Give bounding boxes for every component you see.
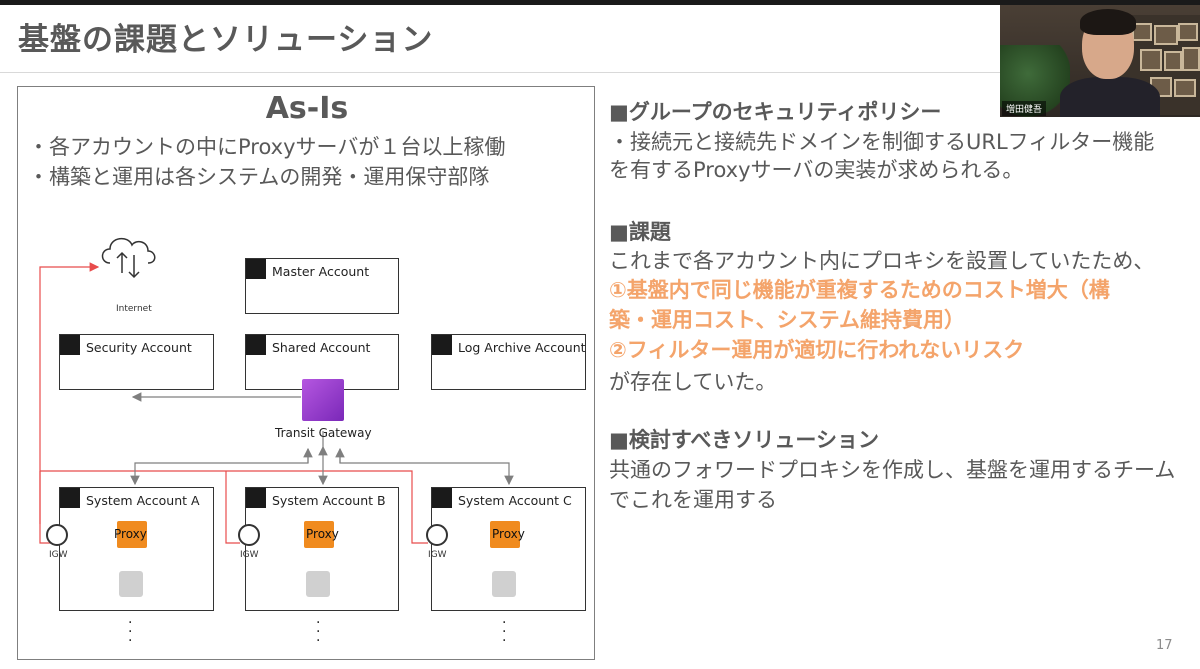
- cloud-account-icon: [60, 335, 80, 355]
- page-number: 17: [1156, 638, 1173, 653]
- as-is-bullet-1: ・各アカウントの中にProxyサーバが１台以上稼働: [28, 135, 506, 159]
- cloud-account-icon: [432, 335, 452, 355]
- log-archive-account-label: Log Archive Account: [458, 340, 586, 355]
- server-icon: [492, 571, 516, 597]
- proxy-icon: [304, 521, 334, 548]
- cloud-account-icon: [246, 335, 266, 355]
- gray-arrow-tgw-system-a: [130, 449, 309, 486]
- security-policy-heading: ■グループのセキュリティポリシー: [609, 100, 942, 124]
- internet-cloud-icon: [101, 237, 156, 279]
- shared-account-label: Shared Account: [272, 340, 371, 355]
- red-path-system-b: [225, 471, 240, 544]
- internet-label: Internet: [116, 304, 152, 314]
- gray-arrow-tgw-system-c: [339, 449, 514, 486]
- proxy-icon: [490, 521, 520, 548]
- igw-label: IGW: [428, 550, 447, 560]
- proxy-label: Proxy: [492, 527, 525, 541]
- proxy-icon: [117, 521, 147, 548]
- proxy-label: Proxy: [114, 527, 147, 541]
- issue-heading: ■課題: [609, 220, 671, 244]
- wall-frame: [1182, 47, 1200, 71]
- igw-label: IGW: [49, 550, 68, 560]
- continuation-dots: ···: [128, 615, 133, 649]
- igw-icon: [426, 524, 448, 546]
- system-account-c-label: System Account C: [458, 493, 572, 508]
- server-icon: [119, 571, 143, 597]
- as-is-heading: As-Is: [265, 91, 349, 126]
- server-icon: [306, 571, 330, 597]
- as-is-bullet-2: ・構築と運用は各システムの開発・運用保守部隊: [28, 165, 490, 189]
- system-account-a-label: System Account A: [86, 493, 200, 508]
- title-divider: [0, 72, 1000, 73]
- webcam-overlay[interactable]: 増田健吾: [1000, 5, 1200, 117]
- cloud-account-icon: [432, 488, 452, 508]
- issue-line-2: が存在していた。: [609, 370, 777, 394]
- system-account-a: System Account A: [59, 487, 214, 611]
- solution-heading: ■検討すべきソリューション: [609, 428, 879, 452]
- issue-line-1: これまで各アカウント内にプロキシを設置していたため、: [609, 249, 1155, 273]
- top-bar: [0, 0, 1200, 5]
- wall-frame: [1132, 23, 1152, 41]
- solution-line-1: 共通のフォワードプロキシを作成し、基盤を運用するチーム: [609, 458, 1176, 482]
- issue-highlight-1: ①基盤内で同じ機能が重複するためのコスト増大（構: [609, 278, 1110, 302]
- cloud-account-icon: [246, 488, 266, 508]
- wall-frame: [1164, 51, 1182, 71]
- issue-highlight-3: ②フィルター運用が適切に行われないリスク: [609, 338, 1025, 362]
- as-is-diagram: As-Is ・各アカウントの中にProxyサーバが１台以上稼働 ・構築と運用は各…: [17, 86, 595, 660]
- cloud-account-icon: [60, 488, 80, 508]
- wall-frame: [1178, 23, 1198, 41]
- igw-icon: [46, 524, 68, 546]
- security-account-label: Security Account: [86, 340, 192, 355]
- master-account-label: Master Account: [272, 264, 370, 279]
- webcam-name-tag: 増田健吾: [1002, 101, 1047, 116]
- master-account: Master Account: [245, 258, 399, 314]
- security-policy-line-1: ・接続元と接続先ドメインを制御するURLフィルター機能: [609, 130, 1155, 154]
- system-account-b-label: System Account B: [272, 493, 386, 508]
- security-policy-line-2: を有するProxyサーバの実装が求められる。: [609, 158, 1024, 182]
- transit-gateway-label: Transit Gateway: [275, 426, 372, 440]
- continuation-dots: ···: [502, 615, 507, 649]
- webcam-person-hair: [1080, 9, 1136, 35]
- slide-title: 基盤の課題とソリューション: [18, 22, 434, 58]
- wall-frame: [1154, 25, 1178, 45]
- cloud-account-icon: [246, 259, 266, 279]
- red-path-internet: [39, 262, 100, 524]
- solution-line-2: でこれを運用する: [609, 488, 777, 512]
- wall-frame: [1174, 79, 1196, 97]
- proxy-label: Proxy: [306, 527, 339, 541]
- wall-frame: [1140, 49, 1162, 71]
- transit-gateway-icon: [302, 379, 344, 421]
- webcam-person-body: [1060, 77, 1160, 117]
- igw-icon: [238, 524, 260, 546]
- log-archive-account: Log Archive Account: [431, 334, 586, 390]
- continuation-dots: ···: [316, 615, 321, 649]
- igw-label: IGW: [240, 550, 259, 560]
- security-account: Security Account: [59, 334, 214, 390]
- issue-highlight-2: 築・運用コスト、システム維持費用）: [609, 308, 965, 332]
